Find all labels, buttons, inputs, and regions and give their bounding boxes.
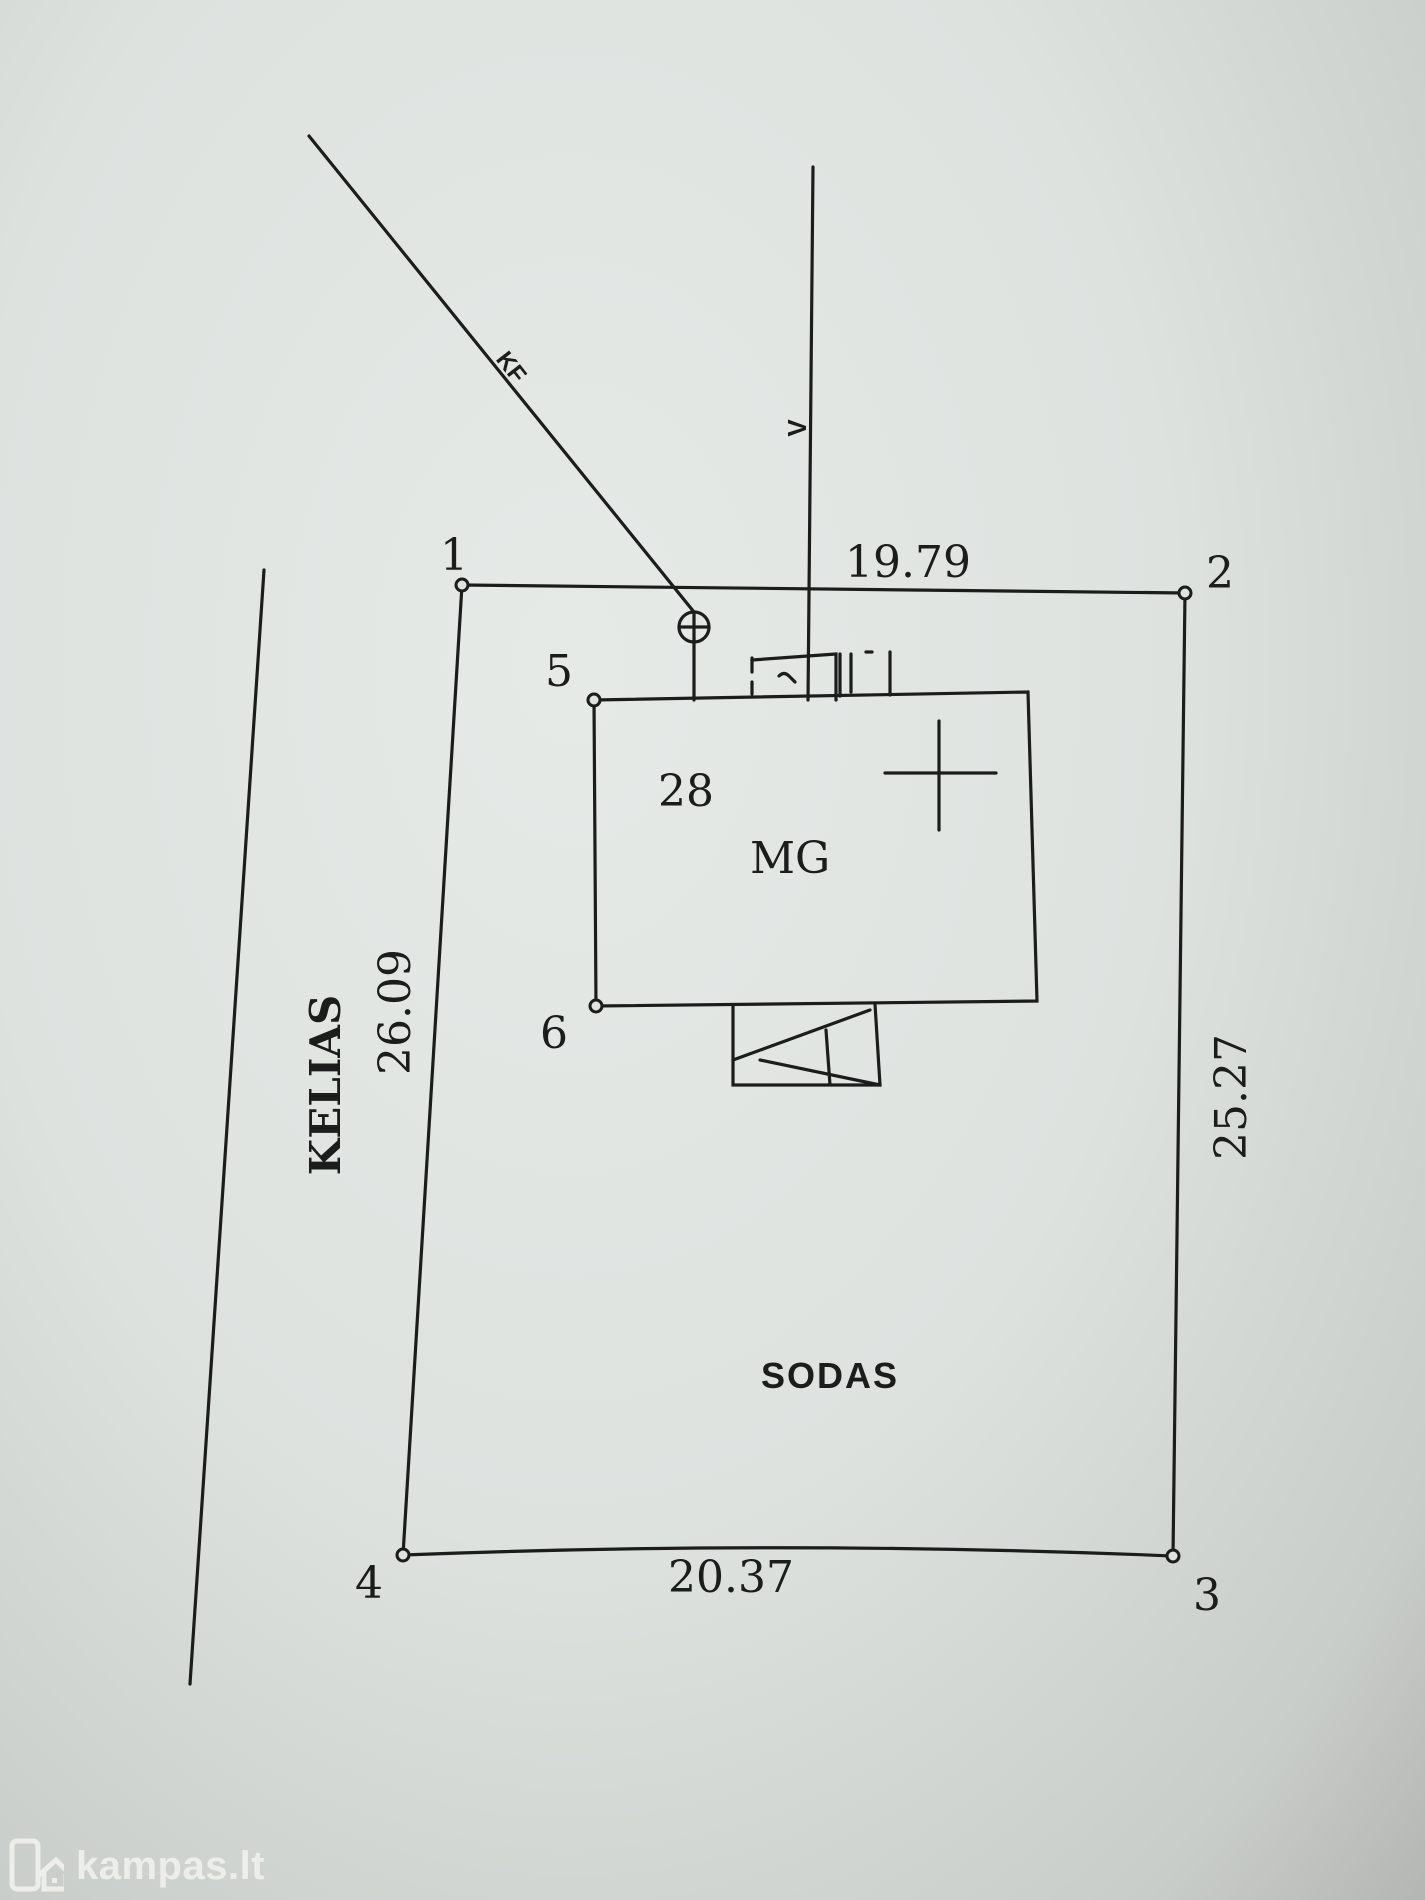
point-label-6: 6 — [540, 1008, 568, 1059]
house-cross-mark — [883, 719, 998, 832]
building-number: 28 — [658, 766, 714, 817]
building-code: MG — [750, 833, 830, 884]
vertical-utility-line — [806, 165, 815, 702]
well-symbol-icon — [677, 610, 711, 702]
point-label-5: 5 — [545, 646, 573, 697]
porch-symbol — [731, 1002, 882, 1087]
dimension-top: 19.79 — [845, 537, 971, 588]
dimension-left: 26.09 — [370, 949, 421, 1075]
diagonal-line-label: KF — [490, 346, 531, 388]
diagonal-utility-line — [307, 134, 696, 614]
point-label-1: 1 — [440, 530, 468, 581]
watermark-text: kampas.lt — [76, 1843, 266, 1888]
building-outline — [592, 690, 1039, 1008]
dimension-bottom: 20.37 — [668, 1552, 794, 1603]
point-label-3: 3 — [1193, 1570, 1221, 1621]
point-label-2: 2 — [1206, 548, 1234, 599]
vertex-markers — [395, 577, 1193, 1564]
kampas-house-icon — [9, 1838, 64, 1892]
dimension-right: 25.27 — [1206, 1034, 1257, 1160]
road-label: KELIAS — [301, 995, 350, 1176]
road-line — [188, 568, 266, 1686]
vertical-line-label: V — [782, 419, 812, 437]
garden-label: SODAS — [761, 1355, 899, 1396]
point-label-4: 4 — [355, 1558, 383, 1609]
annex-structures — [750, 650, 892, 702]
watermark-logo: kampas.lt — [8, 1838, 265, 1894]
parcel-boundary — [401, 583, 1187, 1558]
